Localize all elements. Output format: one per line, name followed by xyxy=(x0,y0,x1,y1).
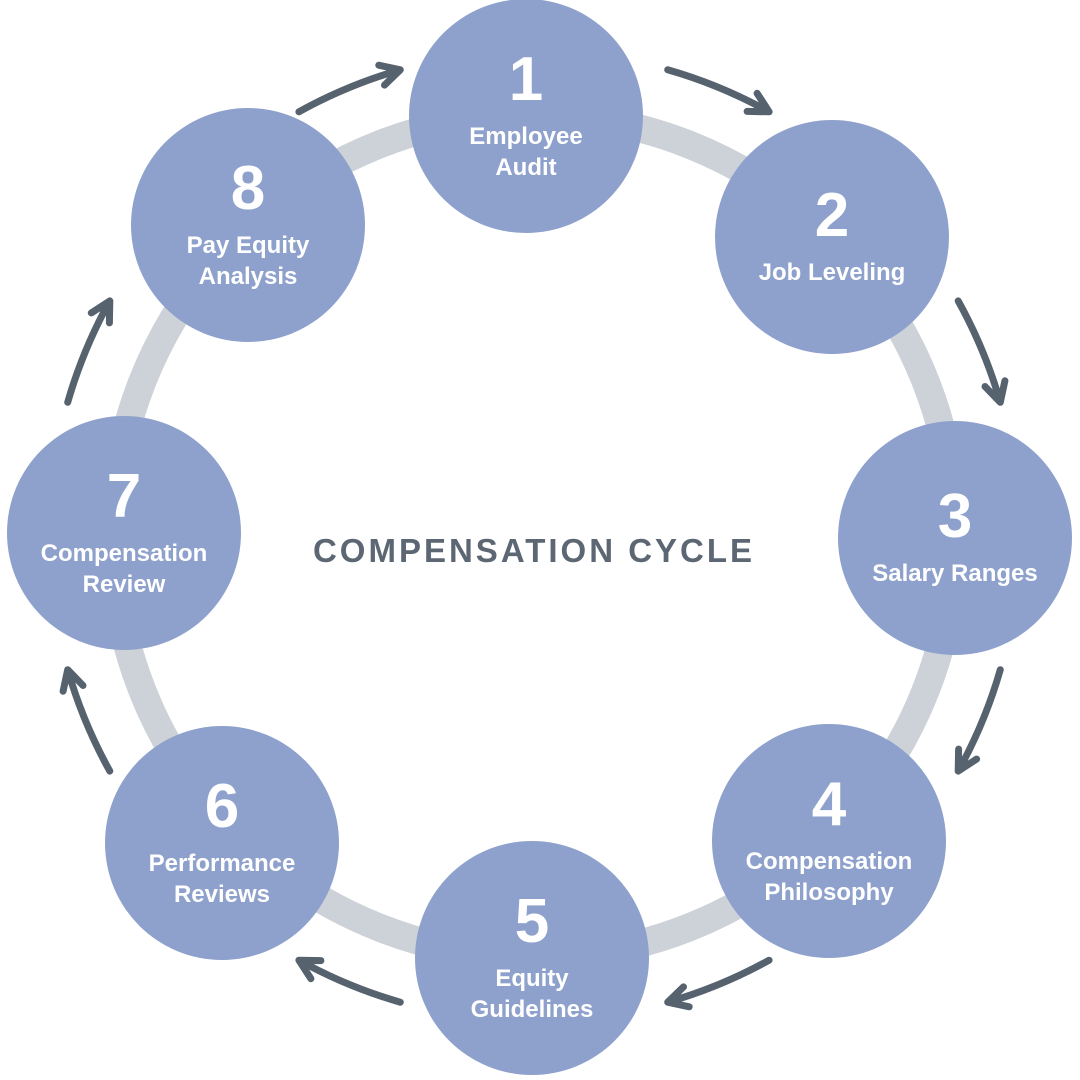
flow-arrow-4-to-5-icon xyxy=(664,956,773,1011)
step-circle-7: 7 Compensation Review xyxy=(7,416,241,650)
cycle-title: COMPENSATION CYCLE xyxy=(312,532,756,569)
step-label: Salary Ranges xyxy=(872,560,1038,588)
step-number: 8 xyxy=(230,153,266,223)
step-label: Employee Audit xyxy=(469,122,583,181)
step-label: Compensation Philosophy xyxy=(745,847,913,906)
step-circle-2: 2 Job Leveling xyxy=(715,120,949,354)
step-label: Equity Guidelines xyxy=(470,964,594,1023)
flow-arrow-6-to-7-icon xyxy=(59,666,114,775)
step-number: 5 xyxy=(514,886,550,956)
flow-arrow-1-to-2-icon xyxy=(664,66,773,116)
step-number: 3 xyxy=(937,482,973,552)
step-label: Performance Reviews xyxy=(148,849,296,908)
step-number: 1 xyxy=(508,44,544,114)
step-label: Compensation Review xyxy=(40,539,208,598)
step-label: Job Leveling xyxy=(758,259,906,287)
step-circle-6: 6 Performance Reviews xyxy=(105,726,339,960)
step-circle-4: 4 Compensation Philosophy xyxy=(712,724,946,958)
flow-arrow-5-to-6-icon xyxy=(295,956,404,1006)
step-number: 4 xyxy=(811,769,847,839)
step-number: 7 xyxy=(106,461,142,531)
flow-arrow-7-to-8-icon xyxy=(64,297,114,406)
step-circle-5: 5 Equity Guidelines xyxy=(415,841,649,1075)
step-circle-3: 3 Salary Ranges xyxy=(838,421,1072,655)
step-label: Pay Equity Analysis xyxy=(186,231,310,290)
step-circle-8: 8 Pay Equity Analysis xyxy=(131,108,365,342)
step-number: 2 xyxy=(814,181,850,251)
flow-arrow-2-to-3-icon xyxy=(954,297,1009,406)
step-number: 6 xyxy=(204,771,240,841)
flow-arrow-8-to-1-icon xyxy=(295,61,404,116)
flow-arrow-3-to-4-icon xyxy=(954,666,1004,775)
step-circle-1: 1 Employee Audit xyxy=(409,0,643,233)
